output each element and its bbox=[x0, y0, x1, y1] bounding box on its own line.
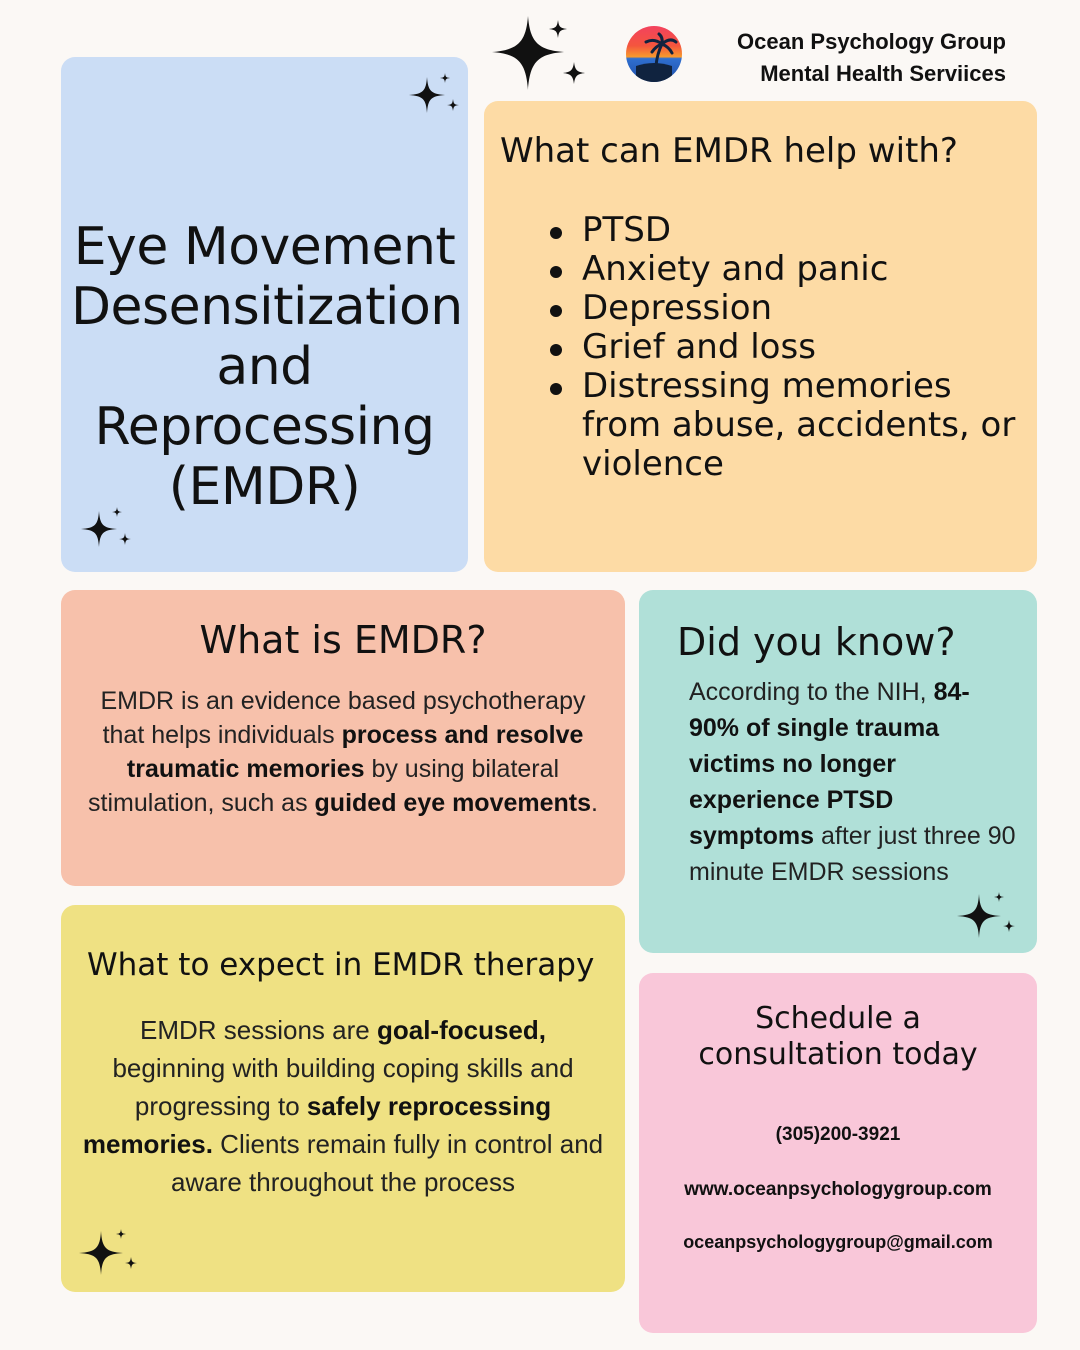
text-segment: EMDR is an evidence based psychotherapy … bbox=[100, 687, 586, 749]
list-item: Depression bbox=[550, 289, 1022, 328]
definition-text: EMDR is an evidence based psychotherapy … bbox=[79, 684, 607, 820]
conditions-card: What can EMDR help with? PTSD Anxiety an… bbox=[484, 101, 1037, 572]
text-segment: . bbox=[591, 789, 598, 817]
title-line-4: Reprocessing bbox=[94, 397, 435, 457]
bold-segment: goal-focused, bbox=[376, 1015, 546, 1045]
logo-icon bbox=[626, 26, 682, 82]
sparkle-icon bbox=[492, 16, 585, 90]
sparkle-icon bbox=[409, 73, 459, 113]
title-card: Eye Movement Desensitization and Reproce… bbox=[61, 57, 468, 572]
text-segment: Clients remain fully in control and awar… bbox=[171, 1129, 604, 1197]
list-item: Anxiety and panic bbox=[550, 250, 1022, 289]
definition-card: What is EMDR? EMDR is an evidence based … bbox=[61, 590, 625, 886]
website-link[interactable]: www.oceanpsychologygroup.com bbox=[684, 1179, 992, 1200]
sparkle-icon bbox=[81, 507, 131, 547]
page-title: Eye Movement Desensitization and Reproce… bbox=[61, 217, 468, 517]
phone-number[interactable]: (305)200-3921 bbox=[775, 1124, 901, 1145]
text-segment: According to the NIH, bbox=[689, 678, 934, 706]
email-link[interactable]: oceanpsychologygroup@gmail.com bbox=[683, 1232, 993, 1252]
sparkle-icon bbox=[957, 892, 1015, 938]
fact-heading: Did you know? bbox=[677, 620, 956, 664]
title-line-1: Eye Movement bbox=[73, 217, 456, 277]
bold-segment: guided eye movements bbox=[314, 789, 592, 817]
list-item: Distressing memories from abuse, acciden… bbox=[550, 367, 1022, 484]
brand-name: Ocean Psychology Group Mental Health Ser… bbox=[737, 26, 1006, 90]
contact-heading-line-2: consultation today bbox=[698, 1037, 978, 1072]
conditions-list: PTSD Anxiety and panic Depression Grief … bbox=[550, 211, 1022, 484]
sparkle-icon bbox=[79, 1229, 137, 1275]
text-segment: beginning with building coping skills an… bbox=[112, 1053, 574, 1121]
text-segment: EMDR sessions are bbox=[140, 1015, 377, 1045]
contact-card: Schedule a consultation today (305)200-3… bbox=[639, 973, 1037, 1333]
definition-heading: What is EMDR? bbox=[199, 618, 487, 662]
bold-segment: process and resolve traumatic memories bbox=[126, 721, 584, 783]
brand-line-2: Mental Health Serviices bbox=[760, 61, 1006, 86]
expectations-card: What to expect in EMDR therapy EMDR sess… bbox=[61, 905, 625, 1292]
text-segment: after just three 90 minute EMDR sessions bbox=[689, 822, 1016, 886]
conditions-heading: What can EMDR help with? bbox=[500, 131, 958, 171]
contact-heading: Schedule a consultation today bbox=[639, 1001, 1037, 1073]
contact-heading-line-1: Schedule a bbox=[755, 1001, 921, 1036]
title-line-5: (EMDR) bbox=[168, 457, 361, 517]
list-item: PTSD bbox=[550, 211, 1022, 250]
expectations-heading: What to expect in EMDR therapy bbox=[87, 947, 595, 983]
brand-line-1: Ocean Psychology Group bbox=[737, 29, 1006, 54]
fact-card: Did you know? According to the NIH, 84-9… bbox=[639, 590, 1037, 953]
expectations-text: EMDR sessions are goal-focused, beginnin… bbox=[81, 1011, 605, 1201]
fact-text: According to the NIH, 84-90% of single t… bbox=[689, 674, 1017, 890]
bold-segment: safely reprocessing memories. bbox=[82, 1091, 552, 1159]
title-line-2: Desensitization bbox=[71, 277, 463, 337]
bold-segment: 84-90% of single trauma victims no longe… bbox=[689, 678, 970, 850]
title-line-3: and bbox=[216, 337, 313, 397]
text-segment: by using bilateral stimulation, such as bbox=[88, 755, 560, 817]
list-item: Grief and loss bbox=[550, 328, 1022, 367]
